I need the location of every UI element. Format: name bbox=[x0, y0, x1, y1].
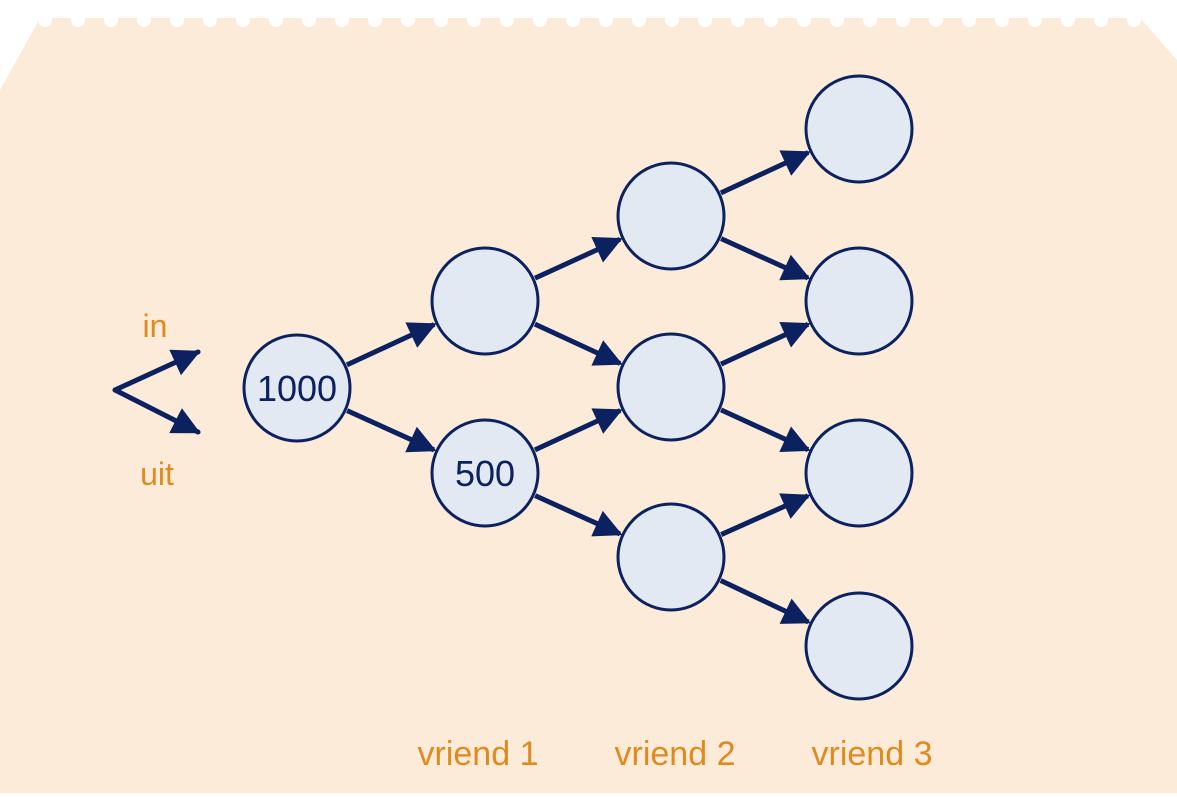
node-f2-middle bbox=[616, 332, 726, 442]
node-f1-bottom: 500 bbox=[430, 418, 540, 528]
perforation-hole bbox=[764, 13, 778, 27]
edge-f2-top-to-f3-1 bbox=[719, 150, 811, 196]
node-circle bbox=[430, 418, 540, 528]
perforation-hole bbox=[1061, 13, 1075, 27]
node-circle bbox=[804, 246, 914, 356]
perforation-hole bbox=[71, 13, 85, 27]
paper-background bbox=[0, 18, 1177, 793]
perforation-hole bbox=[170, 13, 184, 27]
perforation-hole bbox=[368, 13, 382, 27]
edge-f2-bottom-to-f3-4 bbox=[719, 578, 811, 625]
perforation-hole bbox=[698, 13, 712, 27]
node-circle bbox=[804, 74, 914, 184]
column-labels: vriend 1 vriend 2 vriend 3 bbox=[418, 735, 933, 773]
perforation-hole bbox=[269, 13, 283, 27]
node-value: 1000 bbox=[257, 368, 337, 409]
edge-f1-bottom-to-f2-bottom bbox=[534, 493, 623, 537]
node-circle bbox=[804, 418, 914, 528]
perforation-hole bbox=[335, 13, 349, 27]
perforation-hole bbox=[995, 13, 1009, 27]
perforation-hole bbox=[137, 13, 151, 27]
legend-in-arrow bbox=[112, 349, 201, 393]
column-label-friend-3: vriend 3 bbox=[812, 735, 933, 773]
edges bbox=[345, 150, 811, 625]
column-label-friend-2: vriend 2 bbox=[615, 735, 736, 773]
column-label-friend-1: vriend 1 bbox=[418, 735, 539, 773]
perforation-hole bbox=[5, 13, 19, 27]
edge-f2-top-to-f3-2 bbox=[720, 236, 811, 281]
node-circle bbox=[804, 591, 914, 701]
perforation-hole bbox=[467, 13, 481, 27]
edge-f1-top-to-f2-middle bbox=[533, 321, 623, 366]
perforation-hole bbox=[533, 13, 547, 27]
edge-f1-bottom-to-f2-middle bbox=[533, 408, 623, 453]
node-root: 1000 bbox=[242, 333, 352, 443]
edge-root-to-f1-bottom bbox=[346, 408, 437, 453]
node-f3-4 bbox=[804, 591, 914, 701]
node-f1-top bbox=[430, 246, 540, 356]
perforation-hole bbox=[1094, 13, 1108, 27]
legend: in uit bbox=[112, 308, 201, 492]
perforation-hole bbox=[1127, 13, 1141, 27]
perforation-hole bbox=[929, 13, 943, 27]
paper-perforations bbox=[5, 13, 1174, 27]
perforation-hole bbox=[830, 13, 844, 27]
edge-root-to-f1-top bbox=[345, 322, 437, 368]
node-circle bbox=[616, 502, 726, 612]
perforation-hole bbox=[1160, 13, 1174, 27]
perforation-hole bbox=[632, 13, 646, 27]
perforation-hole bbox=[962, 13, 976, 27]
perforation-hole bbox=[896, 13, 910, 27]
perforation-hole bbox=[863, 13, 877, 27]
node-f2-bottom bbox=[616, 502, 726, 612]
legend-in-label: in bbox=[143, 308, 168, 344]
perforation-hole bbox=[1028, 13, 1042, 27]
node-f3-2 bbox=[804, 246, 914, 356]
node-circle bbox=[616, 332, 726, 442]
node-f3-1 bbox=[804, 74, 914, 184]
edge-f2-middle-to-f3-3 bbox=[719, 407, 811, 452]
perforation-hole bbox=[500, 13, 514, 27]
node-f2-top bbox=[616, 161, 726, 271]
perforation-hole bbox=[236, 13, 250, 27]
perforation-hole bbox=[566, 13, 580, 27]
legend-out-arrow bbox=[112, 387, 201, 435]
edge-f2-middle-to-f3-2 bbox=[719, 322, 811, 367]
edge-f1-top-to-f2-top bbox=[533, 237, 623, 281]
node-value: 500 bbox=[455, 453, 515, 494]
perforation-hole bbox=[203, 13, 217, 27]
legend-out-label: uit bbox=[140, 456, 174, 492]
edge-f2-bottom-to-f3-3 bbox=[720, 493, 811, 537]
perforation-hole bbox=[401, 13, 415, 27]
node-circle bbox=[430, 246, 540, 356]
nodes: 1000 500 bbox=[242, 74, 914, 701]
perforation-hole bbox=[302, 13, 316, 27]
perforation-hole bbox=[665, 13, 679, 27]
node-f3-3 bbox=[804, 418, 914, 528]
node-circle bbox=[616, 161, 726, 271]
perforation-hole bbox=[104, 13, 118, 27]
node-circle bbox=[242, 333, 352, 443]
perforation-hole bbox=[731, 13, 745, 27]
perforation-hole bbox=[38, 13, 52, 27]
perforation-hole bbox=[797, 13, 811, 27]
perforation-hole bbox=[434, 13, 448, 27]
perforation-hole bbox=[599, 13, 613, 27]
